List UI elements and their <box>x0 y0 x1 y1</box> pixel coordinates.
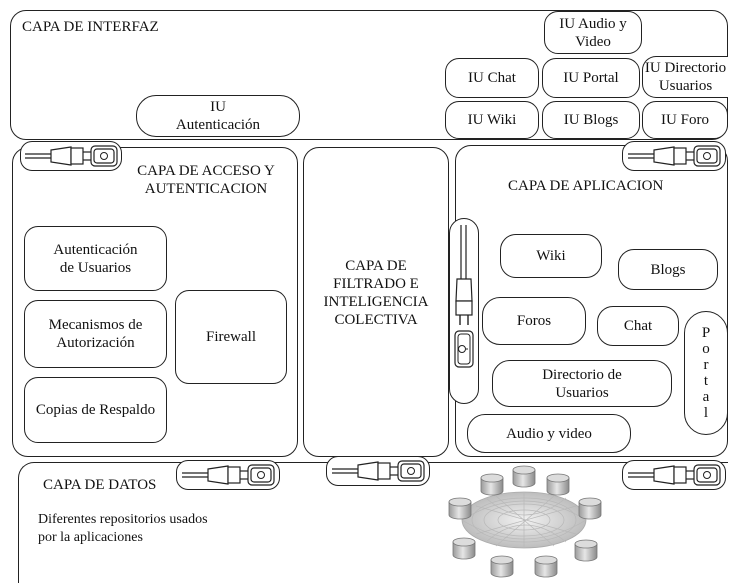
database-icon <box>546 473 570 496</box>
firewall-box: Firewall <box>175 290 287 384</box>
portal-letter: t <box>703 373 709 389</box>
filtrado-layer <box>303 147 449 457</box>
acceso-title: CAPA DE ACCESO Y AUTENTICACION <box>122 162 290 198</box>
portal-letter: o <box>702 341 710 357</box>
datos-plug-frame-left <box>176 460 280 490</box>
mecanismos-line1: Mecanismos de <box>48 317 143 333</box>
aplicacion-plug-frame <box>622 141 726 171</box>
directorio-usuarios-box: Directorio de Usuarios <box>492 360 672 407</box>
iu-directorio-line1: IU Directorio <box>644 60 727 76</box>
mecanismos-line2: Autorización <box>56 335 135 351</box>
database-icon <box>448 497 472 520</box>
filtrado-title-line4: COLECTIVA <box>334 312 418 328</box>
portal-letter: l <box>703 405 709 421</box>
iu-autenticacion-box: IU Autenticación <box>136 95 300 137</box>
plug-connector-icon <box>332 460 425 482</box>
database-network-icon <box>448 465 602 578</box>
iu-foro-box: IU Foro <box>642 101 728 139</box>
copias-respaldo-box: Copias de Respaldo <box>24 377 167 443</box>
wiki-box: Wiki <box>500 234 602 278</box>
iu-audio-line2: Video <box>575 33 611 50</box>
iu-wiki-box: IU Wiki <box>445 101 539 139</box>
vertical-plug-frame <box>449 218 479 404</box>
autenticacion-line1: Autenticación <box>53 241 138 258</box>
acceso-title-line1: CAPA DE ACCESO Y <box>137 163 275 179</box>
database-icon <box>534 555 558 578</box>
iu-chat-box: IU Chat <box>445 58 539 98</box>
filtrado-title-line2: FILTRADO E <box>333 276 419 292</box>
filtrado-title-line3: INTELIGENCIA <box>323 294 429 310</box>
plug-connector-icon <box>25 145 118 167</box>
portal-box: P o r t a l <box>684 311 728 435</box>
interfaz-title: CAPA DE INTERFAZ <box>22 19 159 35</box>
datos-desc-line1: Diferentes repositorios usados <box>38 512 208 527</box>
database-icon <box>574 539 598 562</box>
database-icon <box>578 497 602 520</box>
chat-box: Chat <box>597 306 679 346</box>
portal-letter: P <box>701 325 711 341</box>
database-icon <box>480 473 504 496</box>
filtrado-title-line1: CAPA DE <box>345 258 407 274</box>
directorio-line2: Usuarios <box>555 384 609 401</box>
datos-description: Diferentes repositorios usados por la ap… <box>38 511 208 547</box>
autenticacion-usuarios-box: Autenticación de Usuarios <box>24 226 167 291</box>
database-icon <box>490 555 514 578</box>
aplicacion-title: CAPA DE APLICACION <box>508 178 664 194</box>
plug-connector-icon <box>628 464 721 486</box>
datos-title: CAPA DE DATOS <box>43 477 157 493</box>
audio-video-box: Audio y video <box>467 414 631 453</box>
iu-audio-line1: IU Audio y <box>559 15 627 32</box>
portal-letter: a <box>702 389 710 405</box>
plug-connector-icon <box>182 464 275 486</box>
iu-audio-box: IU Audio y Video <box>544 11 642 54</box>
vertical-plug-icon <box>454 225 474 368</box>
acceso-plug-frame <box>20 141 122 171</box>
datos-plug-frame-right <box>622 460 726 490</box>
iu-autenticacion-line1: IU <box>210 99 226 115</box>
plug-connector-icon <box>628 145 721 167</box>
database-icon <box>452 537 476 560</box>
iu-directorio-line2: Usuarios <box>658 78 713 94</box>
datos-desc-line2: por la aplicaciones <box>38 530 143 545</box>
database-icon <box>512 465 536 488</box>
iu-autenticacion-line2: Autenticación <box>175 117 261 133</box>
iu-blogs-box: IU Blogs <box>542 101 640 139</box>
foros-box: Foros <box>482 297 586 345</box>
directorio-line1: Directorio de <box>542 366 622 383</box>
datos-plug-frame-center <box>326 456 430 486</box>
autenticacion-line2: de Usuarios <box>59 259 132 276</box>
iu-portal-box: IU Portal <box>542 58 640 98</box>
blogs-box: Blogs <box>618 249 718 290</box>
filtrado-title: CAPA DE FILTRADO E INTELIGENCIA COLECTIV… <box>310 257 442 329</box>
portal-letter: r <box>703 357 709 373</box>
mecanismos-autorizacion-box: Mecanismos de Autorización <box>24 300 167 368</box>
iu-directorio-box: IU Directorio Usuarios <box>642 56 728 98</box>
acceso-title-line2: AUTENTICACION <box>144 181 268 197</box>
